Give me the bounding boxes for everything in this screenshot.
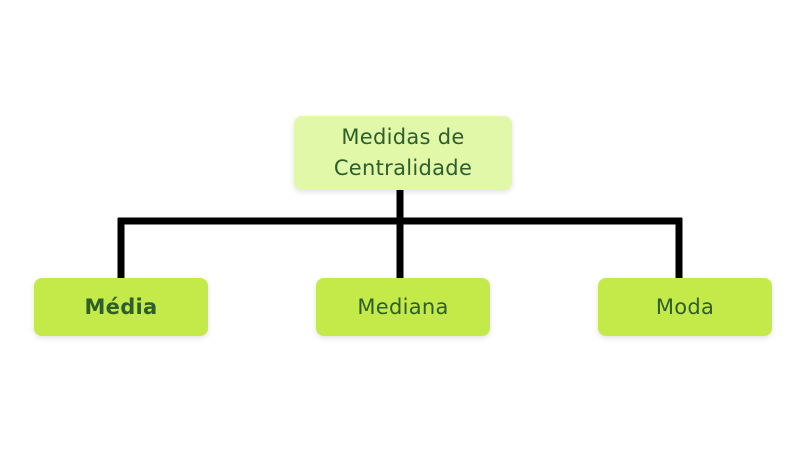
- child-node-media: Média: [34, 278, 208, 336]
- child-node-label-moda: Moda: [655, 295, 715, 319]
- child-node-label-mediana: Mediana: [357, 295, 449, 319]
- child-node-moda: Moda: [598, 278, 772, 336]
- child-node-mediana: Mediana: [316, 278, 490, 336]
- child-node-label-media: Média: [84, 295, 158, 319]
- root-node-label: Medidas de Centralidade: [333, 125, 473, 180]
- root-node-medidas-de-centralidade: Medidas de Centralidade: [294, 116, 512, 190]
